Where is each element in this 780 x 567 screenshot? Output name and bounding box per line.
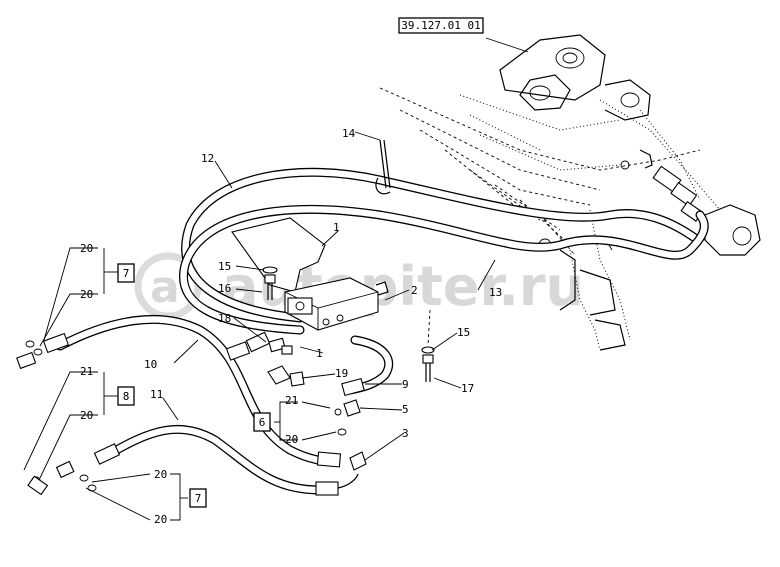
hose-13 [179, 204, 709, 335]
callout-18: 18 [218, 312, 231, 325]
callout-1: 1 [333, 221, 340, 234]
hose-fittings [42, 331, 365, 496]
callout-20-left: 20 [80, 409, 93, 422]
hose-11 [103, 424, 325, 495]
machine-frame [379, 34, 761, 351]
callout-5: 5 [402, 403, 409, 416]
valve-block-1 [231, 217, 389, 331]
bolt-16 [262, 266, 278, 300]
kit-box-8: 8 [123, 390, 130, 403]
elbow-19 [267, 365, 305, 387]
callouts: 14 12 1 15 16 2 13 18 15 1 10 19 9 17 11… [80, 127, 502, 526]
callout-14: 14 [342, 127, 356, 140]
left-end-fittings [16, 351, 75, 496]
callout-20-bottom-a: 20 [154, 468, 167, 481]
callout-20-top-a: 20 [80, 242, 93, 255]
callout-3: 3 [402, 427, 409, 440]
callout-2: 2 [411, 284, 418, 297]
reference-code: 39.127.01 01 [401, 19, 480, 32]
hose-10 [55, 314, 335, 466]
callout-20-top-b: 20 [80, 288, 93, 301]
callout-19: 19 [335, 367, 348, 380]
reference-box: 39.127.01 01 [398, 17, 484, 34]
elbow-5 [334, 399, 361, 417]
kit-box-7-top: 7 [123, 267, 130, 280]
callout-21-mid: 21 [285, 394, 298, 407]
callout-20-bottom-b: 20 [154, 513, 167, 526]
callout-11: 11 [150, 388, 163, 401]
leader-lines [23, 37, 529, 521]
adapter-18 [268, 337, 293, 355]
svg-text:a: a [150, 262, 180, 313]
adapter-3 [349, 451, 367, 471]
callout-1b: 1 [316, 347, 323, 360]
callout-13: 13 [489, 286, 502, 299]
pin-14 [375, 139, 391, 195]
callout-20-mid: 20 [285, 433, 298, 446]
kit-box-7-bottom: 7 [195, 492, 202, 505]
callout-17: 17 [461, 382, 474, 395]
o-rings [25, 340, 347, 492]
callout-15: 15 [218, 260, 231, 273]
callout-16: 16 [218, 282, 231, 295]
hose-12 [181, 167, 700, 323]
kit-box-6: 6 [259, 416, 266, 429]
callout-12: 12 [201, 152, 214, 165]
callout-15b: 15 [457, 326, 470, 339]
callout-10: 10 [144, 358, 157, 371]
callout-9: 9 [402, 378, 409, 391]
callout-21-left: 21 [80, 365, 93, 378]
bolt-17 [421, 309, 435, 382]
